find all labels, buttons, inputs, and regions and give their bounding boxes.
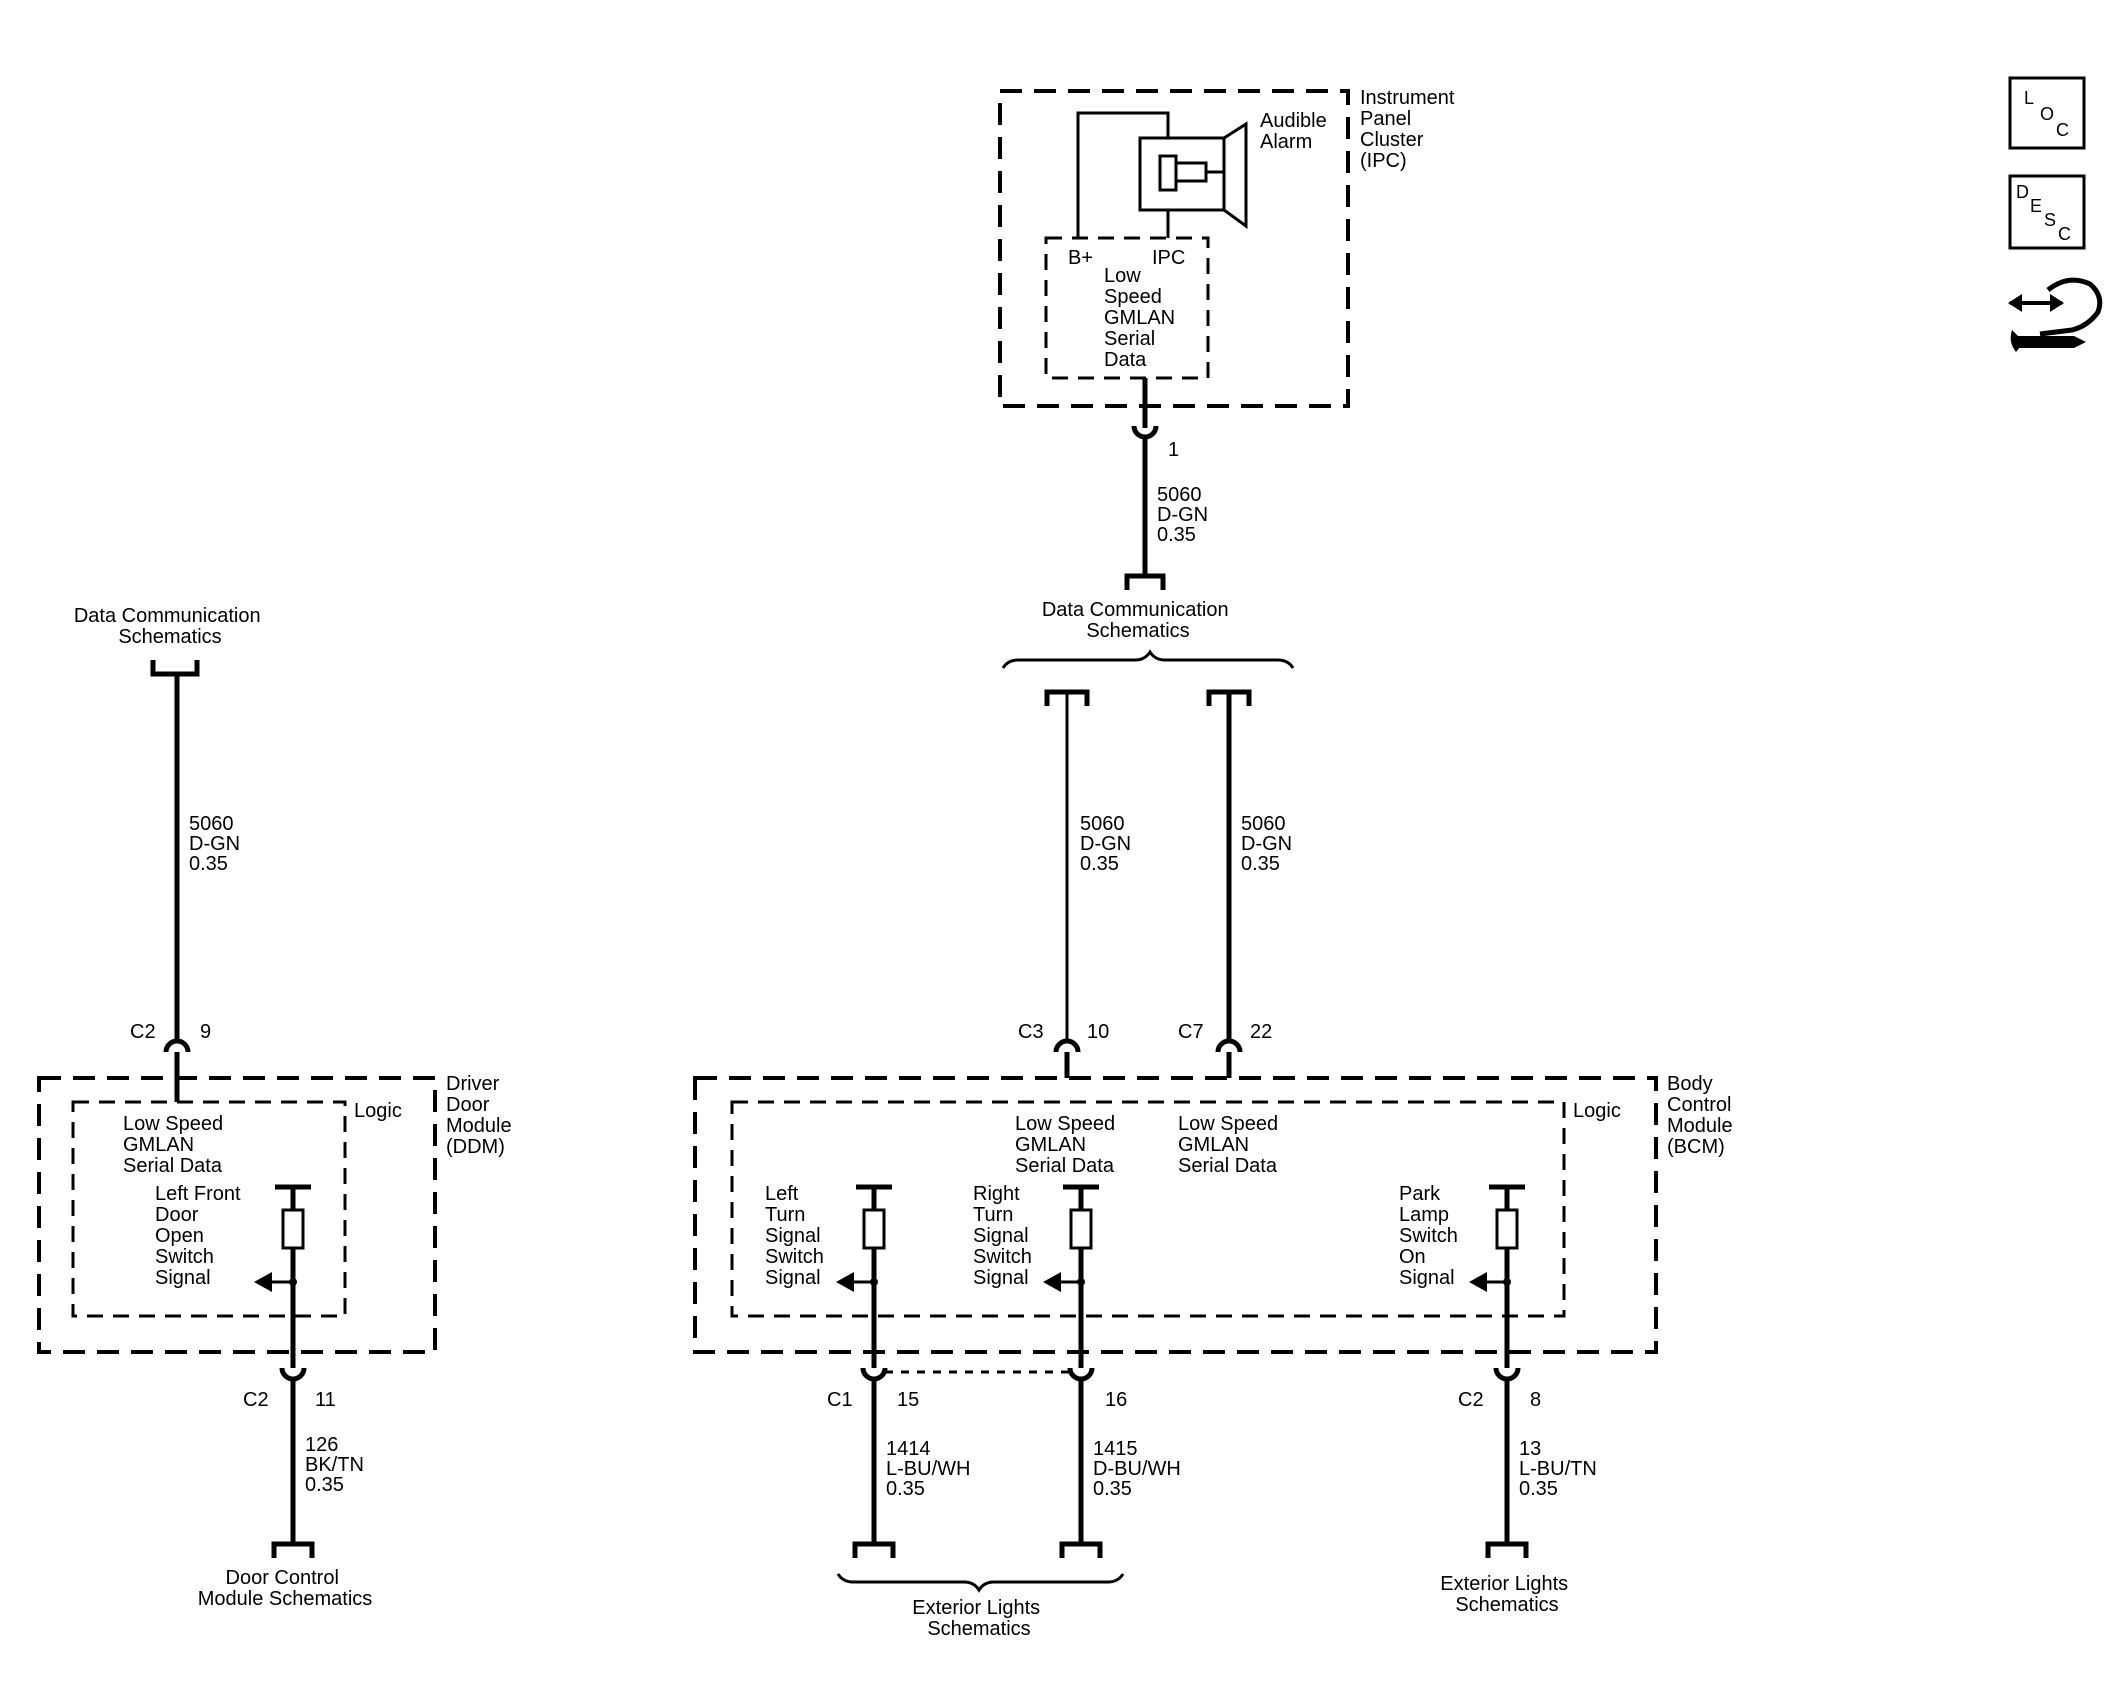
bcm-right-turn-pullup-resistor xyxy=(1063,1184,1099,1368)
ddm-pin-top: 9 xyxy=(200,1021,211,1043)
bcm-park-lamp-pullup-resistor xyxy=(1489,1184,1525,1368)
ddm-pin-bottom: 11 xyxy=(315,1389,336,1411)
svg-text:L: L xyxy=(2024,88,2034,108)
ipc-power-label: B+ xyxy=(1068,247,1093,269)
ipc-ref-label: Data Communication Schematics xyxy=(1042,599,1234,642)
ddm-conn-bottom: C2 xyxy=(243,1389,269,1411)
ipc-ref-bracket xyxy=(1001,649,1295,669)
bcm-right-turn-ref-terminal xyxy=(1059,1541,1103,1558)
svg-text:C: C xyxy=(2056,120,2069,140)
ddm-module: Data Communication Schematics 5060 D-GN … xyxy=(37,605,517,1610)
bcm-left-turn-arrow xyxy=(836,1272,878,1292)
svg-text:S: S xyxy=(2044,210,2056,230)
bcm-gmlan-a-wire-label: 5060 D-GN 0.35 xyxy=(1080,813,1137,875)
ipc-pin: 1 xyxy=(1168,439,1179,461)
svg-text:O: O xyxy=(2040,104,2054,124)
ipc-gmlan-label: Low Speed GMLAN Serial Data xyxy=(1104,265,1181,371)
ddm-ref-top-terminal xyxy=(150,660,200,677)
bcm-park-lamp-ref-terminal xyxy=(1485,1541,1529,1558)
bcm-gmlan-b-conn: C7 xyxy=(1178,1021,1204,1043)
bcm-gmlan-b-connector xyxy=(1215,1038,1243,1053)
ddm-ref-bottom-terminal xyxy=(271,1541,315,1558)
ipc-wire-label: 5060 D-GN 0.35 xyxy=(1157,484,1214,546)
audible-alarm-label: Audible Alarm xyxy=(1260,110,1332,153)
bcm-right-turn-connector xyxy=(1067,1367,1095,1382)
svg-text:C: C xyxy=(2058,224,2071,244)
bcm-park-lamp-conn: C2 xyxy=(1458,1389,1484,1411)
bcm-logic-label: Logic xyxy=(1573,1100,1621,1122)
bcm-gmlan-a-pin: 10 xyxy=(1087,1021,1109,1043)
bcm-park-ref-label: Exterior Lights Schematics xyxy=(1440,1573,1573,1616)
bcm-left-turn-wire-label: 1414 L-BU/WH 0.35 xyxy=(886,1438,976,1500)
bcm-left-turn-conn: C1 xyxy=(827,1389,853,1411)
bcm-left-turn-ref-terminal xyxy=(852,1541,896,1558)
ddm-ref-top-label: Data Communication Schematics xyxy=(74,605,266,648)
ddm-pullup-resistor xyxy=(275,1184,311,1368)
ddm-signal-arrow xyxy=(254,1272,297,1292)
ddm-connector-bottom xyxy=(279,1367,307,1382)
bcm-park-lamp-arrow xyxy=(1469,1272,1511,1292)
audible-alarm-icon xyxy=(1076,111,1248,238)
bcm-gmlan-a-connector xyxy=(1053,1038,1081,1053)
bcm-park-lamp-connector xyxy=(1493,1367,1521,1382)
bcm-logic-box xyxy=(730,1100,1566,1318)
bcm-left-turn-pin: 15 xyxy=(897,1389,919,1411)
bcm-module-border xyxy=(693,1076,1658,1354)
bcm-gmlan-b-wire-label: 5060 D-GN 0.35 xyxy=(1241,813,1298,875)
ipc-internal-tag: IPC xyxy=(1152,247,1185,269)
bcm-right-turn-wire-label: 1415 D-BU/WH 0.35 xyxy=(1093,1438,1186,1500)
ipc-module: Instrument Panel Cluster (IPC) Audible A… xyxy=(998,87,1460,669)
bcm-right-turn-arrow xyxy=(1043,1272,1085,1292)
bcm-left-turn-label: Left Turn Signal Switch Signal xyxy=(765,1183,829,1289)
desc-icon[interactable]: D E S C xyxy=(2008,174,2086,250)
bcm-gmlan-a-label: Low Speed GMLAN Serial Data xyxy=(1015,1113,1121,1177)
ddm-connector-top xyxy=(163,1038,191,1053)
repair-hand-icon[interactable] xyxy=(2008,277,2103,352)
ddm-conn-top: C2 xyxy=(130,1021,156,1043)
ipc-internal-box xyxy=(1044,236,1210,380)
ddm-wire-top-label: 5060 D-GN 0.35 xyxy=(189,813,246,875)
ddm-door-signal-label: Left Front Door Open Switch Signal xyxy=(155,1183,246,1289)
svg-text:E: E xyxy=(2030,196,2042,216)
bcm-turn-ref-bracket xyxy=(836,1573,1125,1593)
bcm-left-turn-connector xyxy=(860,1367,888,1382)
ddm-gmlan-label: Low Speed GMLAN Serial Data xyxy=(123,1113,229,1177)
bcm-gmlan-a-conn: C3 xyxy=(1018,1021,1044,1043)
ipc-ref-terminal xyxy=(1124,573,1166,590)
bcm-gmlan-b-label: Low Speed GMLAN Serial Data xyxy=(1178,1113,1284,1177)
ddm-logic-box xyxy=(71,1100,347,1318)
ddm-module-border xyxy=(37,1076,437,1354)
ddm-logic-label: Logic xyxy=(354,1100,402,1122)
bcm-right-turn-pin: 16 xyxy=(1105,1389,1127,1411)
loc-icon[interactable]: L O C xyxy=(2008,76,2086,150)
bcm-turn-ref-label: Exterior Lights Schematics xyxy=(912,1597,1045,1640)
bcm-left-turn-pullup-resistor xyxy=(856,1184,892,1368)
ddm-wire-bottom-label: 126 BK/TN 0.35 xyxy=(305,1434,369,1496)
ddm-ref-bottom-label: Door Control Module Schematics xyxy=(198,1567,373,1610)
bcm-park-lamp-wire-label: 13 L-BU/TN 0.35 xyxy=(1519,1438,1602,1500)
ipc-module-border xyxy=(998,89,1350,408)
ipc-module-name: Instrument Panel Cluster (IPC) xyxy=(1360,87,1460,172)
bcm-park-lamp-label: Park Lamp Switch On Signal xyxy=(1399,1183,1463,1289)
bcm-right-turn-label: Right Turn Signal Switch Signal xyxy=(973,1183,1037,1289)
bcm-module: 5060 D-GN 0.35 C3 10 5060 D-GN 0.35 C7 2… xyxy=(693,689,1738,1640)
svg-text:D: D xyxy=(2016,182,2029,202)
ipc-connector-1 xyxy=(1131,425,1159,440)
bcm-park-lamp-pin: 8 xyxy=(1530,1389,1541,1411)
ddm-module-name: Driver Door Module (DDM) xyxy=(446,1073,517,1158)
bcm-module-name: Body Control Module (BCM) xyxy=(1667,1073,1738,1158)
bcm-gmlan-b-pin: 22 xyxy=(1250,1021,1272,1043)
